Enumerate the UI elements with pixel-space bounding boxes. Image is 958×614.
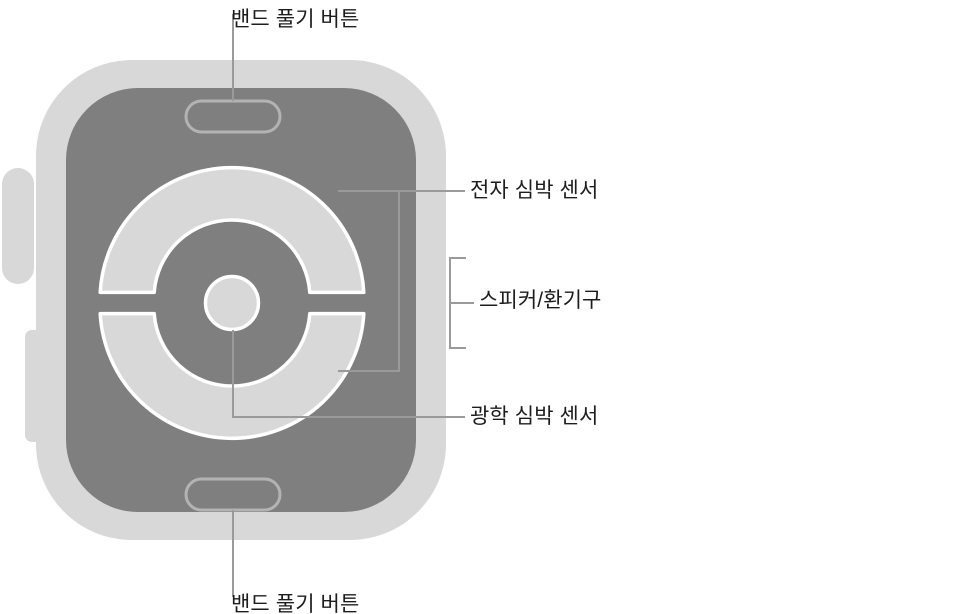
sensor-ring [98,165,366,441]
callout-label-electrical-heart-sensor: 전자 심박 센서 [470,179,599,202]
leader-line-ecg [338,190,400,372]
sensor-center [203,274,261,332]
leader-line-optical [232,330,465,418]
side-button [2,168,34,284]
callout-label-band-release-bottom: 밴드 풀기 버튼 [231,593,360,614]
callout-label-speaker-vent: 스피커/환기구 [479,289,602,312]
leader-lines-group [232,14,474,597]
callout-label-band-release-top: 밴드 풀기 버튼 [231,8,360,31]
callout-label-optical-heart-sensor: 광학 심박 센서 [470,405,599,428]
